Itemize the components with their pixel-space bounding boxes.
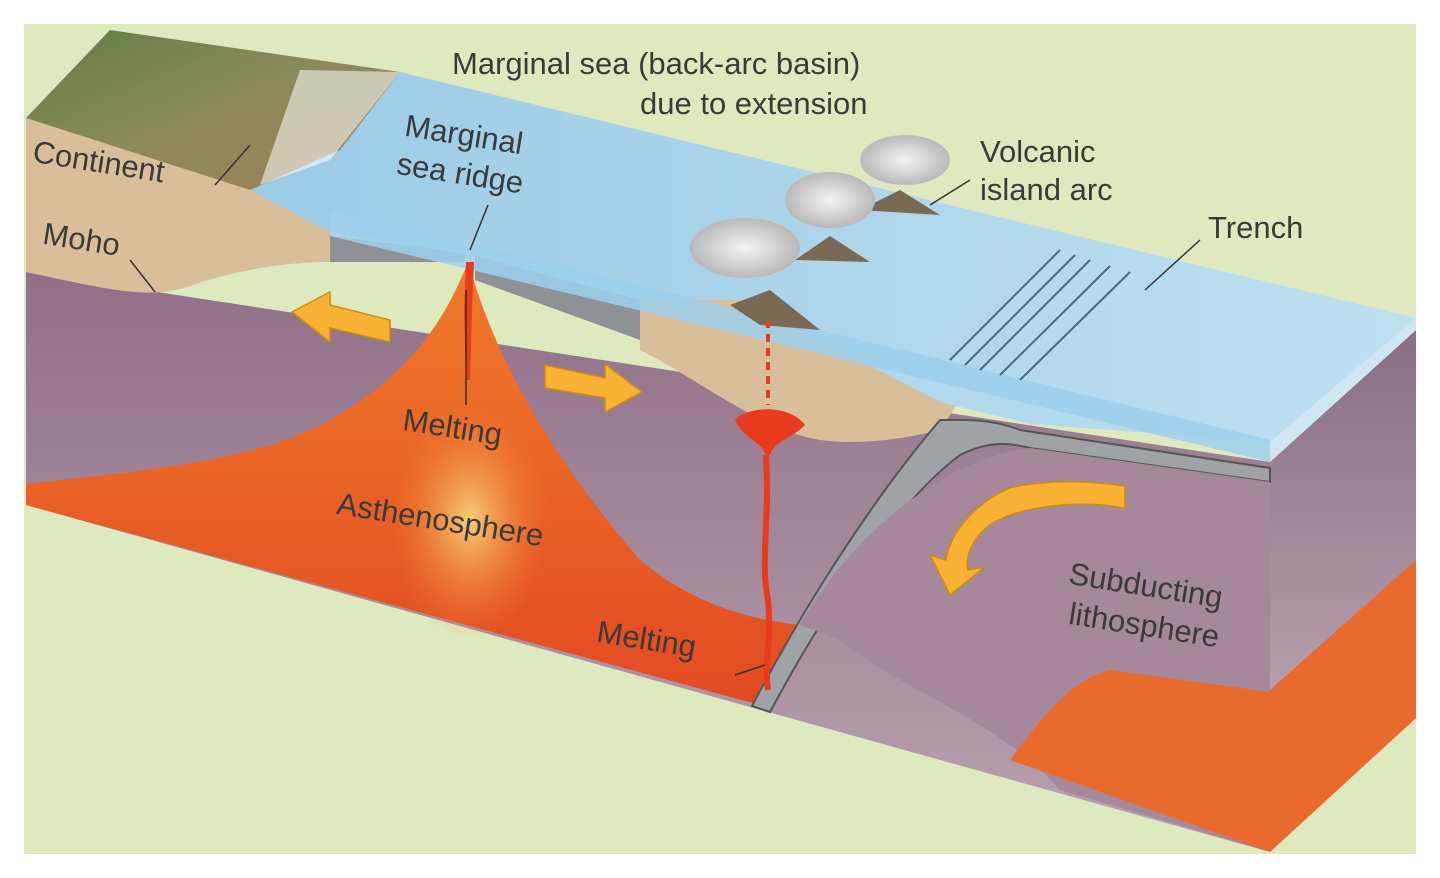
eruption-cloud-3 xyxy=(860,135,950,185)
label-trench: Trench xyxy=(1208,210,1304,245)
eruption-cloud-2 xyxy=(785,172,875,228)
leader-volcanic xyxy=(929,179,971,206)
label-marginal-sea-1: Marginal sea (back-arc basin) xyxy=(452,46,861,81)
arc-magma-blob xyxy=(735,409,805,455)
volcano-3 xyxy=(860,190,940,215)
arrow-subduction xyxy=(928,480,1126,597)
eruption-cloud-1 xyxy=(690,218,800,278)
label-volcanic-2: island arc xyxy=(980,172,1113,207)
leader-melting-lower xyxy=(734,664,766,676)
leader-trench xyxy=(1144,239,1201,291)
arc-crust xyxy=(640,300,960,442)
volcano-arc xyxy=(690,135,950,330)
trench-grooves xyxy=(949,249,1131,381)
leader-continent xyxy=(214,144,251,186)
right-face-asthenosphere xyxy=(1270,560,1416,852)
front-ocean-edge xyxy=(330,210,1270,462)
leader-ridge xyxy=(469,204,489,251)
label-volcanic-1: Volcanic xyxy=(980,134,1096,169)
lower-right-asthenosphere xyxy=(1010,670,1270,852)
land-mist xyxy=(260,70,400,185)
arc-magma-conduit xyxy=(761,454,773,691)
continental-crust xyxy=(26,118,330,293)
leader-lines xyxy=(129,144,1201,676)
asthenosphere-glow xyxy=(390,400,550,640)
volcano-2 xyxy=(795,236,870,262)
label-marginal-sea-2: due to extension xyxy=(640,86,868,121)
right-face-ocean xyxy=(1270,314,1416,462)
volcano-1 xyxy=(730,290,820,330)
leader-moho xyxy=(129,259,156,293)
arrow-left xyxy=(290,290,391,344)
arrow-right xyxy=(544,362,644,414)
